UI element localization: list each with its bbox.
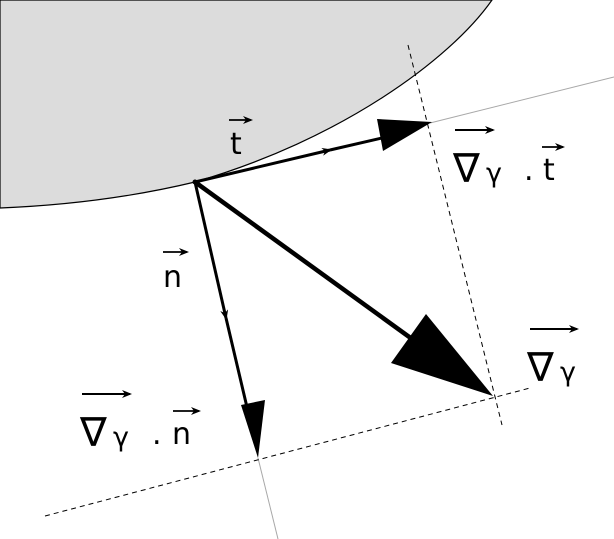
t-letter: t (543, 153, 555, 188)
projection-line-normal (44, 387, 531, 517)
nabla-symbol: ∇ (79, 410, 107, 456)
curved-surface-region (0, 0, 493, 209)
gradient-dot-n-arrowhead (241, 400, 265, 458)
gamma-subscript: γ (560, 357, 576, 388)
gamma-subscript: γ (113, 422, 129, 453)
label-gradient: ∇ γ (526, 325, 579, 391)
label-gradient-dot-t: ∇ γ . t (452, 126, 565, 192)
gradient-dot-n-vector (224, 317, 252, 421)
gradient-dot-t-arrowhead (377, 119, 432, 151)
dot-operator: . (524, 153, 534, 188)
n-letter: n (163, 260, 182, 295)
nabla-symbol: ∇ (526, 345, 554, 391)
normal-unit-vector (193, 181, 229, 320)
dot-operator: . (152, 417, 162, 452)
t-letter: t (230, 127, 242, 162)
projection-line-tangent (407, 44, 503, 426)
label-gradient-dot-n: ∇ γ . n (79, 390, 201, 456)
n-letter: n (172, 417, 191, 452)
nabla-symbol: ∇ (452, 146, 480, 192)
label-normal-unit: n (163, 248, 189, 295)
label-tangent-unit: t (229, 116, 253, 162)
gradient-arrowhead (391, 314, 493, 396)
gamma-subscript: γ (486, 158, 502, 189)
tangent-line-extension (429, 76, 614, 124)
gradient-vector (193, 180, 450, 367)
tangent-unit-vector (194, 147, 332, 184)
normal-line-extension (257, 457, 279, 539)
contact-point (192, 179, 198, 185)
